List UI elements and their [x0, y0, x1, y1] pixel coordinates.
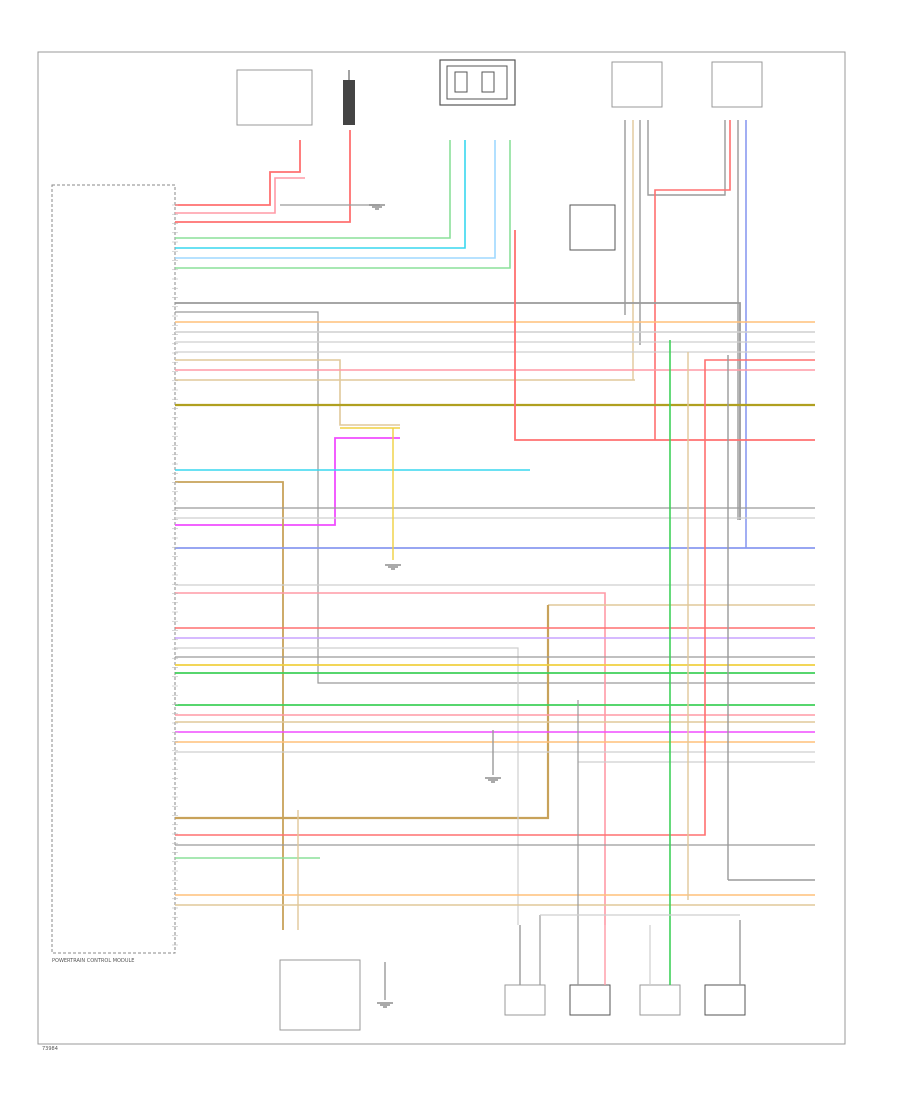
diagram-border: [37, 51, 846, 1045]
sensor-top-right-1: [611, 61, 663, 108]
wire-light-green-top-2: [175, 140, 511, 269]
label-group: [172, 204, 178, 946]
connector-top-left: [439, 59, 516, 106]
wire-gray-row-312: [175, 311, 815, 684]
wire-pink-row-593: [175, 592, 606, 925]
wire-red-row-440: [514, 230, 815, 441]
wire-group: [175, 120, 815, 1008]
wire-brown-lower: [175, 605, 550, 820]
wire-light-blue-top: [175, 140, 496, 259]
ecm-label: POWERTRAIN CONTROL MODULE: [52, 958, 134, 964]
injector-3: [639, 984, 681, 1016]
injector-1: [504, 984, 546, 1016]
ecm-module-box: [51, 184, 176, 954]
wire-light-gray-row-648: [175, 647, 519, 925]
wire-gray-sensor-3: [647, 120, 726, 196]
wire-magenta-row-438: [175, 437, 400, 526]
wire-tan-row-360: [175, 359, 400, 426]
ground-symbol-3: [377, 1002, 393, 1008]
wire-red-top-2: [175, 130, 351, 223]
wire-light-green-top: [175, 140, 451, 239]
fuse-box-component: [236, 69, 313, 126]
wire-red-row-835: [175, 359, 815, 836]
wire-pink-top: [175, 177, 305, 214]
wire-brown-row-482: [175, 481, 284, 930]
ground-symbol-4: [369, 204, 385, 210]
footer-code: 73984: [42, 1046, 58, 1052]
sensor-top-right-2: [711, 61, 763, 108]
wire-red-sensor: [654, 120, 731, 440]
relay-component: [569, 204, 616, 251]
wire-gray-row-303: [175, 302, 741, 520]
ground-symbol-2: [485, 777, 501, 783]
wire-cyan-top: [175, 140, 466, 249]
coil-component: [343, 70, 355, 125]
bottom-sensor-left: [279, 959, 361, 1031]
wire-red-top-1: [175, 140, 301, 206]
injector-2: [569, 984, 611, 1016]
ground-symbol-1: [385, 564, 401, 570]
injector-4: [704, 984, 746, 1016]
